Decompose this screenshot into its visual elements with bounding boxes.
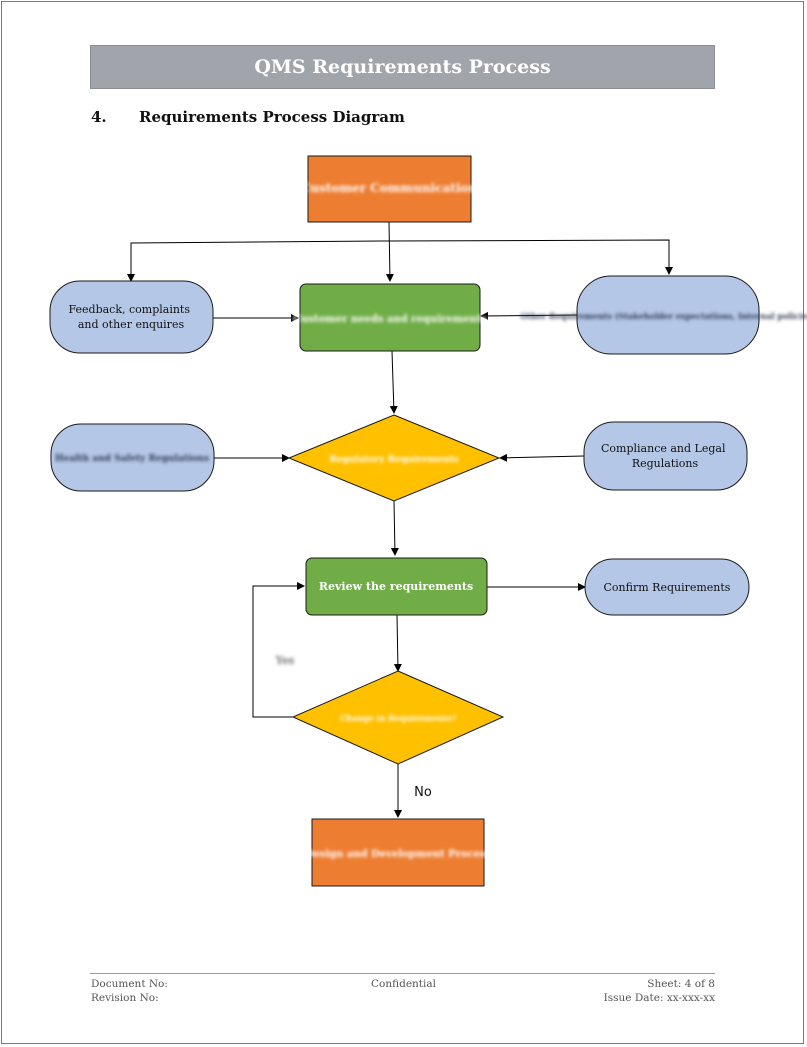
- confirm-label: Confirm Requirements: [604, 581, 731, 594]
- health-safety-label: Health and Safety Regulations: [55, 454, 209, 464]
- edge-label-yes: Yes: [275, 654, 295, 667]
- customer-needs-label: Customer needs and requirements: [293, 314, 487, 325]
- section-heading: 4. Requirements Process Diagram: [91, 108, 405, 126]
- footer-document-no: Document No:: [91, 978, 168, 990]
- change-label: Change in Requirements?: [340, 713, 456, 723]
- feedback-label-line2: and other enquires: [78, 318, 185, 331]
- footer-rule: [90, 973, 715, 974]
- node-review-requirements: Review the requirements: [305, 557, 488, 616]
- footer-left: Document No: Revision No:: [91, 977, 168, 1005]
- review-label: Review the requirements: [319, 580, 473, 593]
- document-title-bar: QMS Requirements Process: [90, 45, 715, 89]
- edge-regulatory-to-review: [390, 500, 399, 556]
- svg-text:Compliance and Legal Reg: Compliance and Legal Regulations: [601, 442, 729, 470]
- compliance-label-line2: Regulations: [632, 457, 699, 470]
- node-feedback: Feedback, complaints and other enquires: [49, 280, 214, 354]
- node-health-safety: Health and Safety Regulations: [50, 423, 215, 492]
- section-number: 4.: [91, 108, 107, 126]
- regulatory-label: Regulatory Requirements: [329, 455, 459, 465]
- footer-revision-no: Revision No:: [91, 992, 159, 1004]
- edge-comm-to-needs: [385, 221, 394, 282]
- compliance-label-line1: Compliance and Legal: [601, 442, 726, 455]
- edge-other-to-needs: [480, 311, 578, 320]
- edge-comm-to-feedback: [127, 240, 390, 282]
- edge-label-no: No: [414, 785, 432, 800]
- node-design-development: Design and Development Process: [305, 818, 492, 887]
- other-requirements-label: Other Requirements (Stakeholder expectat…: [520, 311, 807, 321]
- customer-communication-label: Customer Communication: [301, 181, 478, 195]
- node-change-in-requirements: Change in Requirements?: [291, 670, 505, 765]
- edge-compliance-to-regulatory: [499, 453, 585, 462]
- design-label: Design and Development Process: [305, 849, 492, 860]
- edge-change-yes-loop: [252, 582, 305, 718]
- document-title: QMS Requirements Process: [254, 56, 551, 78]
- node-regulatory-requirements: Regulatory Requirements: [287, 414, 501, 502]
- edge-comm-to-other: [388, 239, 673, 275]
- node-other-requirements: Other Requirements (Stakeholder expectat…: [520, 275, 807, 355]
- footer-confidential: Confidential: [370, 978, 436, 990]
- svg-text:Feedback, complaints and: Feedback, complaints and other enquires: [68, 303, 193, 331]
- footer-sheet: Sheet: 4 of 8: [647, 978, 715, 990]
- node-customer-communication: Customer Communication: [301, 155, 478, 223]
- edge-needs-to-regulatory: [389, 350, 398, 414]
- feedback-label-line1: Feedback, complaints: [68, 303, 190, 316]
- section-title: Requirements Process Diagram: [139, 108, 405, 126]
- footer-right: Sheet: 4 of 8 Issue Date: xx-xxx-xx: [604, 977, 715, 1005]
- node-customer-needs: Customer needs and requirements: [293, 283, 487, 352]
- node-confirm-requirements: Confirm Requirements: [584, 558, 750, 616]
- edge-review-to-change: [393, 614, 402, 672]
- node-compliance: Compliance and Legal Regulations: [583, 421, 748, 491]
- footer-issue-date: Issue Date: xx-xxx-xx: [603, 992, 715, 1004]
- connectors: [127, 221, 673, 818]
- footer-center: Confidential: [0, 977, 807, 991]
